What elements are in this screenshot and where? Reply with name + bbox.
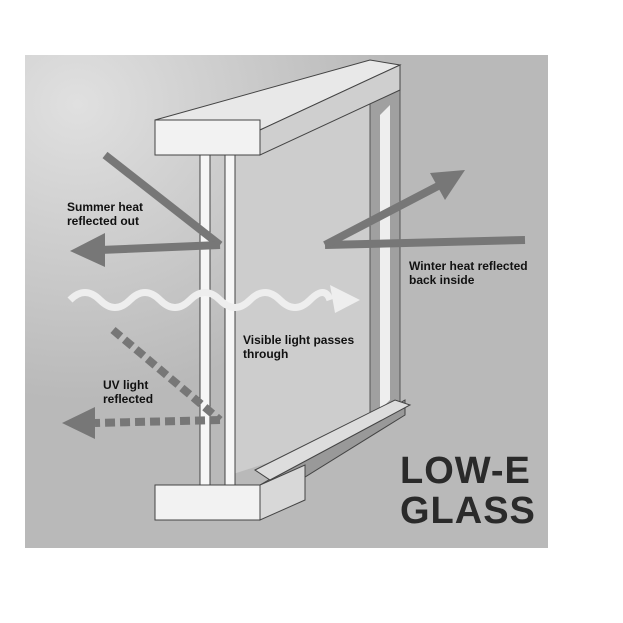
uv-light-label: UV light reflected [103,378,153,406]
uv-out-arrow [94,416,221,427]
visible-light-arrowhead [330,285,360,313]
outer-pane [199,154,211,486]
top-frame-front [154,119,261,156]
bottom-frame [154,484,261,521]
visible-line-2: through [243,347,289,361]
visible-line-1: Visible light passes [243,333,355,347]
glass-pane [230,90,370,475]
winter-out-arrow [323,181,442,249]
visible-light-label: Visible light passes through [243,333,354,361]
winter-line-1: Winter heat reflected [409,259,528,273]
diagram-illustration [25,55,548,548]
inner-pane [224,154,236,486]
winter-heat-label: Winter heat reflected back inside [409,259,528,287]
summer-arrowhead [70,233,105,267]
winter-line-2: back inside [409,273,475,287]
low-e-glass-diagram: Summer heat reflected out Winter heat re… [25,55,548,548]
frame-highlight [380,105,390,410]
title-line-2: GLASS [400,490,536,532]
summer-line-2: reflected out [67,214,140,228]
summer-in-arrow [102,151,223,249]
bottom-frame-side [259,464,306,521]
winter-arrowhead [430,170,465,200]
low-e-glass-title: LOW-E GLASS [400,451,536,531]
summer-heat-label: Summer heat reflected out [67,200,143,228]
sill-top [254,399,412,481]
winter-in-arrow [324,236,526,249]
uv-arrowhead [62,407,95,439]
visible-light-wave [67,289,334,311]
summer-out-arrow [99,241,221,254]
uv-line-2: reflected [103,392,154,406]
uv-in-arrow [110,326,223,424]
summer-line-1: Summer heat [67,200,144,214]
title-line-1: LOW-E [400,450,531,492]
uv-line-1: UV light [103,378,149,392]
